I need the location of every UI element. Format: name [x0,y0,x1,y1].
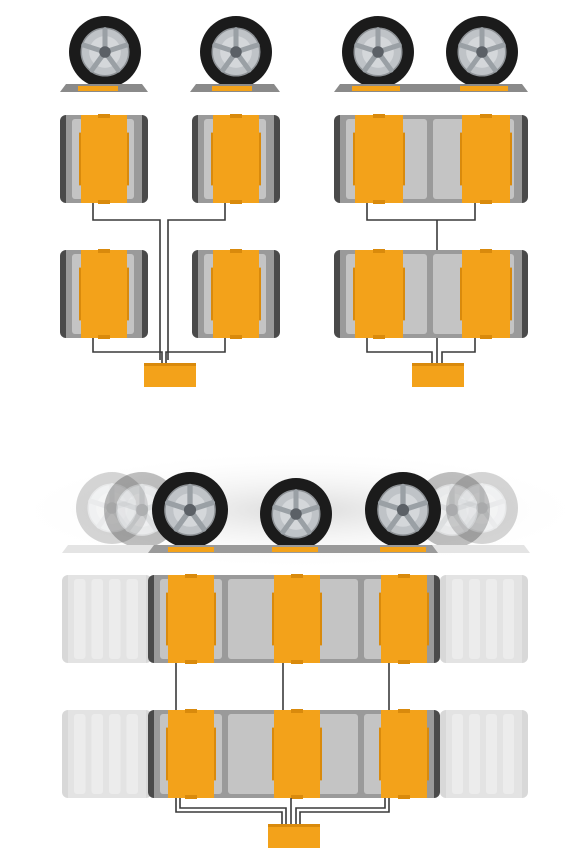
cable-line [300,798,389,826]
weigh-pad-icon [79,114,129,204]
controller-box-icon [268,824,320,848]
cable-line [166,338,225,365]
pad-edge [352,86,400,91]
wheel-icon [446,16,518,88]
four-pad-dual-track-layout [334,16,528,339]
weigh-pad-icon [272,574,322,664]
wheel-icon [342,16,414,88]
wheel-icon [152,472,228,548]
weigh-pad-icon [353,249,405,339]
six-pad-multi-axle-layout [148,472,441,799]
weigh-pad-icon [379,574,429,664]
wheel-ghost-icon [446,472,518,544]
weigh-pad-icon [211,114,261,204]
weigh-pad-icon [460,249,512,339]
pad-edge [168,547,214,552]
cable-line [442,338,475,365]
weigh-pad-icon [272,709,322,799]
weigh-pad-icon [166,574,216,664]
four-pad-layout [60,16,280,339]
cable-line [93,338,162,365]
wheel-icon [365,472,441,548]
wheel-icon [200,16,272,88]
cable-line [367,338,432,365]
weigh-pad-icon [79,249,129,339]
pad-edge [380,547,426,552]
weigh-pad-icon [211,249,261,339]
wheel-icon [69,16,141,88]
pad-edge [212,86,252,91]
tire-tread-ghost [62,710,152,798]
tire-tread-ghost [440,575,528,663]
pad-edge [78,86,118,91]
cable-line [176,798,282,826]
pad-edge [460,86,508,91]
weigh-pad-icon [353,114,405,204]
weigh-pad-icon [379,709,429,799]
controller-box-icon [412,363,464,387]
controller-box-icon [144,363,196,387]
tire-tread-ghost [62,575,152,663]
wheel-icon [260,478,332,550]
tire-tread-ghost [440,710,528,798]
pad-edge [272,547,318,552]
cable-line [367,203,475,220]
weigh-pad-icon [460,114,512,204]
weigh-pad-icon [166,709,216,799]
